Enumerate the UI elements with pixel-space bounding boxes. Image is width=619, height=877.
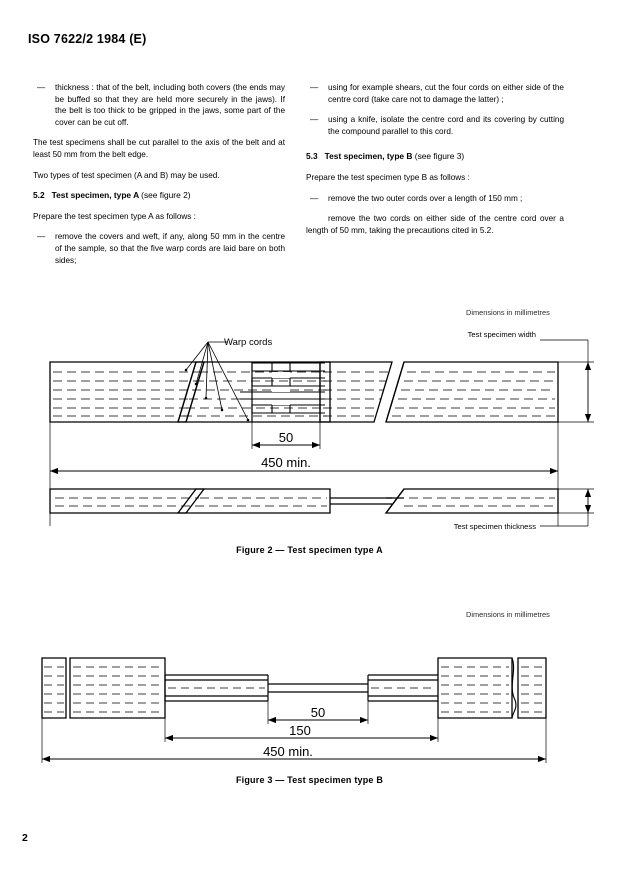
dash-marker: —: [310, 193, 319, 203]
figure2-specimen-thickness-label: Test specimen thickness: [454, 522, 537, 531]
figure3-dimensions-note: Dimensions in millimetres: [466, 610, 550, 619]
figure2-dimensions-note: Dimensions in millimetres: [466, 308, 550, 317]
dash-marker: —: [37, 232, 46, 242]
figure2-warp-cords-label: Warp cords: [224, 337, 272, 348]
figure2-drawing: Warp cords 50 450 min. Test specimen wid…: [49, 330, 594, 531]
figure2-specimen-width-label: Test specimen width: [468, 330, 536, 339]
dash-marker: —: [310, 115, 319, 125]
paragraph: The test specimens shall be cut parallel…: [33, 138, 285, 159]
figure3-dim-150: 150: [289, 723, 311, 738]
figure3-dim-50: 50: [311, 705, 325, 720]
paragraph: Two types of test specimen (A and B) may…: [33, 170, 220, 180]
list-item: remove the two cords on either side of t…: [306, 214, 564, 235]
figure3-drawing: 50 150 450 min.: [41, 657, 547, 763]
page-number: 2: [22, 832, 28, 844]
figure3-dim-450: 450 min.: [263, 744, 313, 759]
left-text-column: —thickness : that of the belt, including…: [33, 82, 285, 275]
clause-title: Test specimen, type A: [51, 190, 139, 201]
list-item: —using a knife, isolate the centre cord …: [310, 115, 564, 136]
paragraph: Prepare the test specimen type A as foll…: [33, 211, 196, 221]
dash-marker: —: [37, 83, 46, 92]
document-header: ISO 7622/2 1984 (E): [28, 32, 147, 46]
figure3-caption: Figure 3 — Test specimen type B: [235, 775, 384, 785]
figure2-caption: Figure 2 — Test specimen type A: [236, 545, 383, 555]
list-item: —remove the two outer cords over a lengt…: [310, 193, 523, 203]
clause-heading-53: 5.3 Test specimen, type B (see figure 3): [306, 151, 564, 163]
figure2-dim-50: 50: [279, 430, 293, 445]
clause-reference: (see figure 2): [141, 190, 191, 201]
clause-reference: (see figure 3): [414, 151, 465, 162]
clause-heading-52: 5.2 Test specimen, type A (see figure 2): [33, 190, 285, 202]
list-item: —thickness : that of the belt, including…: [37, 83, 285, 127]
list-item: —remove the covers and weft, if any, alo…: [37, 232, 285, 265]
clause-number: 5.3: [306, 151, 318, 162]
figure2-dim-450: 450 min.: [261, 455, 311, 470]
list-item: —using for example shears, cut the four …: [310, 83, 564, 104]
dash-marker: —: [310, 83, 319, 92]
paragraph: Prepare the test specimen type B as foll…: [306, 172, 470, 182]
clause-number: 5.2: [33, 190, 45, 201]
right-text-column: —using for example shears, cut the four …: [306, 82, 564, 245]
clause-title: Test specimen, type B: [324, 151, 413, 162]
